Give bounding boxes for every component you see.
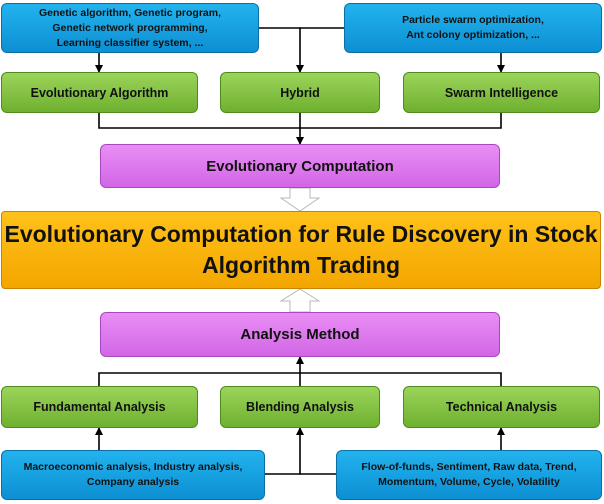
hybrid-label: Hybrid bbox=[280, 85, 320, 100]
technical-inputs-line-2: Momentum, Volume, Cycle, Volatility bbox=[378, 476, 560, 488]
evolutionary-algorithm-techniques-box: Genetic algorithm, Genetic program, Gene… bbox=[1, 3, 259, 53]
technical-analysis-label: Technical Analysis bbox=[445, 400, 558, 414]
fundamental-analysis-label: Fundamental Analysis bbox=[33, 400, 166, 414]
fundamental-inputs-box: Macroeconomic analysis, Industry analysi… bbox=[1, 450, 265, 500]
main-title-line-1: Evolutionary Computation for Rule Discov… bbox=[4, 221, 598, 247]
swarm-techniques-box: Particle swarm optimization, Ant colony … bbox=[344, 3, 602, 53]
technical-inputs-box: Flow-of-funds, Sentiment, Raw data, Tren… bbox=[336, 450, 602, 500]
evolutionary-algorithm-label: Evolutionary Algorithm bbox=[30, 85, 169, 100]
evolutionary-computation-label: Evolutionary Computation bbox=[206, 157, 394, 175]
merge-line-bottom bbox=[98, 372, 502, 386]
evolutionary-computation-box: Evolutionary Computation bbox=[100, 144, 500, 188]
fundamental-inputs-line-1: Macroeconomic analysis, Industry analysi… bbox=[23, 461, 243, 473]
hybrid-box: Hybrid bbox=[220, 72, 380, 113]
techniques-line-3: Learning classifier system, ... bbox=[56, 36, 204, 49]
swarm-line-2: Ant colony optimization, ... bbox=[406, 29, 540, 41]
main-title-box: Evolutionary Computation for Rule Discov… bbox=[1, 211, 601, 289]
main-title-line-2: Algorithm Trading bbox=[201, 252, 401, 278]
arrow-to-hybrid bbox=[258, 27, 304, 73]
swarm-line-1: Particle swarm optimization, bbox=[402, 14, 544, 26]
hollow-arrow-down bbox=[279, 187, 321, 212]
arrow-to-blending bbox=[265, 427, 304, 475]
swarm-intelligence-box: Swarm Intelligence bbox=[403, 72, 600, 113]
technical-inputs-line-1: Flow-of-funds, Sentiment, Raw data, Tren… bbox=[361, 461, 577, 473]
techniques-line-2: Genetic network programming, bbox=[52, 21, 208, 34]
analysis-method-label: Analysis Method bbox=[240, 326, 360, 343]
analysis-method-box: Analysis Method bbox=[100, 312, 500, 357]
evolutionary-algorithm-box: Evolutionary Algorithm bbox=[1, 72, 198, 113]
swarm-intelligence-label: Swarm Intelligence bbox=[444, 85, 559, 100]
hollow-arrow-up bbox=[279, 288, 321, 313]
fundamental-analysis-box: Fundamental Analysis bbox=[1, 386, 198, 428]
blending-analysis-label: Blending Analysis bbox=[246, 400, 354, 414]
technical-analysis-box: Technical Analysis bbox=[403, 386, 600, 428]
blending-analysis-box: Blending Analysis bbox=[220, 386, 380, 428]
techniques-line-1: Genetic algorithm, Genetic program, bbox=[38, 6, 222, 19]
fundamental-inputs-line-2: Company analysis bbox=[86, 476, 180, 488]
